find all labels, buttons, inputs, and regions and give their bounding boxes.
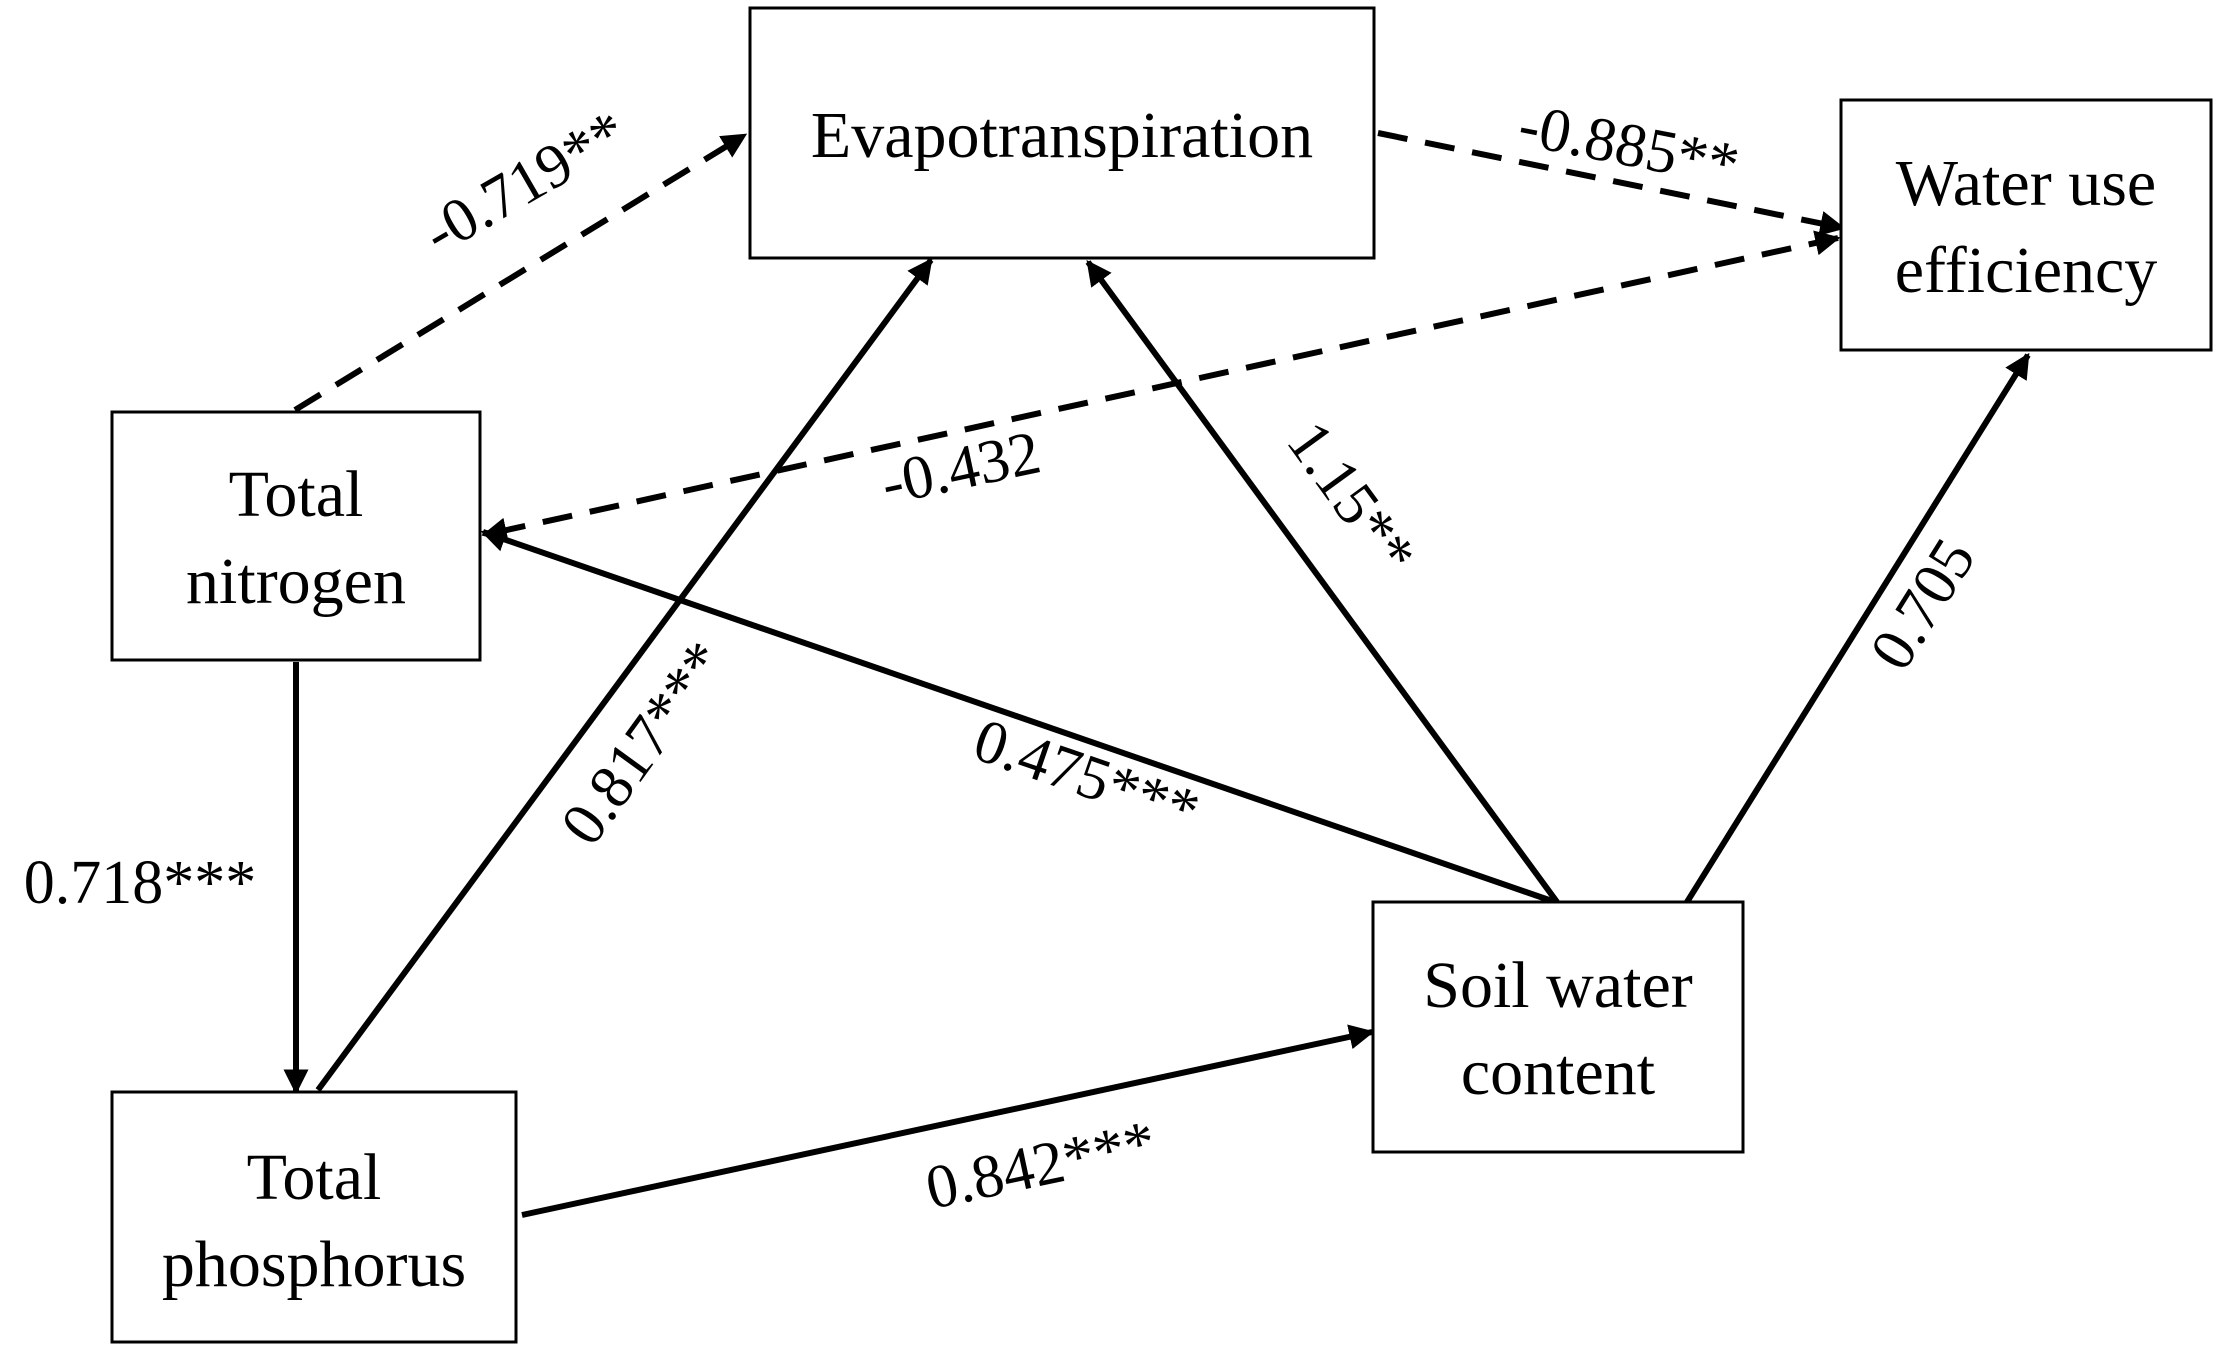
node-soil-water-content: Soil water content: [1371, 900, 1745, 1154]
edge-label-wue-tn: -0.432: [875, 419, 1046, 519]
node-soil-water-content-label-line2: content: [1461, 1036, 1655, 1109]
node-soil-water-content-label-line1: Soil water: [1423, 949, 1692, 1022]
node-evapotranspiration: Evapotranspiration: [748, 6, 1376, 260]
node-total-phosphorus-label-line2: phosphorus: [162, 1228, 466, 1301]
edge-swc-tn: [480, 527, 1556, 905]
edge-tp-swc: [521, 1024, 1375, 1218]
node-total-phosphorus-label-line1: Total: [247, 1141, 382, 1214]
node-water-use-efficiency: Water use efficiency: [1839, 98, 2213, 352]
edge-swc-wue: [1684, 352, 2031, 904]
edge-label-swc-wue: 0.705: [1857, 527, 1989, 681]
edge-et-wue: [1377, 130, 1846, 236]
edge-label-tn-et: -0.719**: [412, 98, 638, 268]
node-evapotranspiration-label: Evapotranspiration: [811, 99, 1313, 172]
edge-label-tn-tp: 0.718***: [24, 849, 257, 917]
edge-swc-et: [1085, 259, 1560, 904]
node-water-use-efficiency-label-line1: Water use: [1896, 147, 2156, 220]
node-total-nitrogen: Total nitrogen: [110, 410, 482, 662]
node-total-phosphorus: Total phosphorus: [110, 1090, 518, 1344]
node-total-nitrogen-label-line2: nitrogen: [186, 545, 406, 618]
edge-label-swc-et: 1.15**: [1274, 409, 1429, 587]
node-water-use-efficiency-label-line2: efficiency: [1895, 234, 2158, 307]
edge-label-tp-swc: 0.842***: [920, 1108, 1162, 1223]
edge-label-swc-tn: 0.475***: [966, 706, 1208, 846]
node-total-nitrogen-label-line1: Total: [229, 458, 364, 531]
edge-wue-tn: [481, 230, 1841, 543]
edge-tp-et: [315, 257, 934, 1092]
